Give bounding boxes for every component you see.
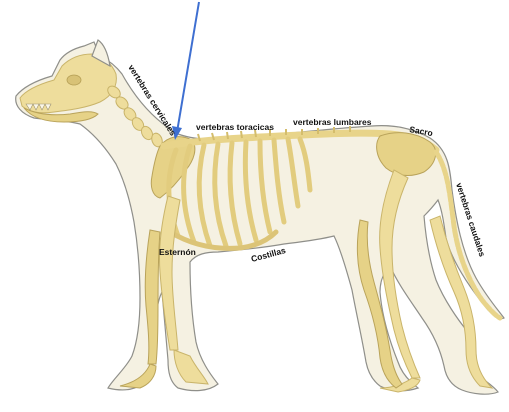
pointer-arrow-shaft (177, 2, 199, 132)
label-lumbar-vertebrae: vertebras lumbares (293, 117, 372, 127)
label-thoracic-vertebrae: vertebras toracicas (196, 122, 274, 132)
eye-socket (67, 75, 81, 85)
label-sternum: Esternón (159, 247, 196, 257)
